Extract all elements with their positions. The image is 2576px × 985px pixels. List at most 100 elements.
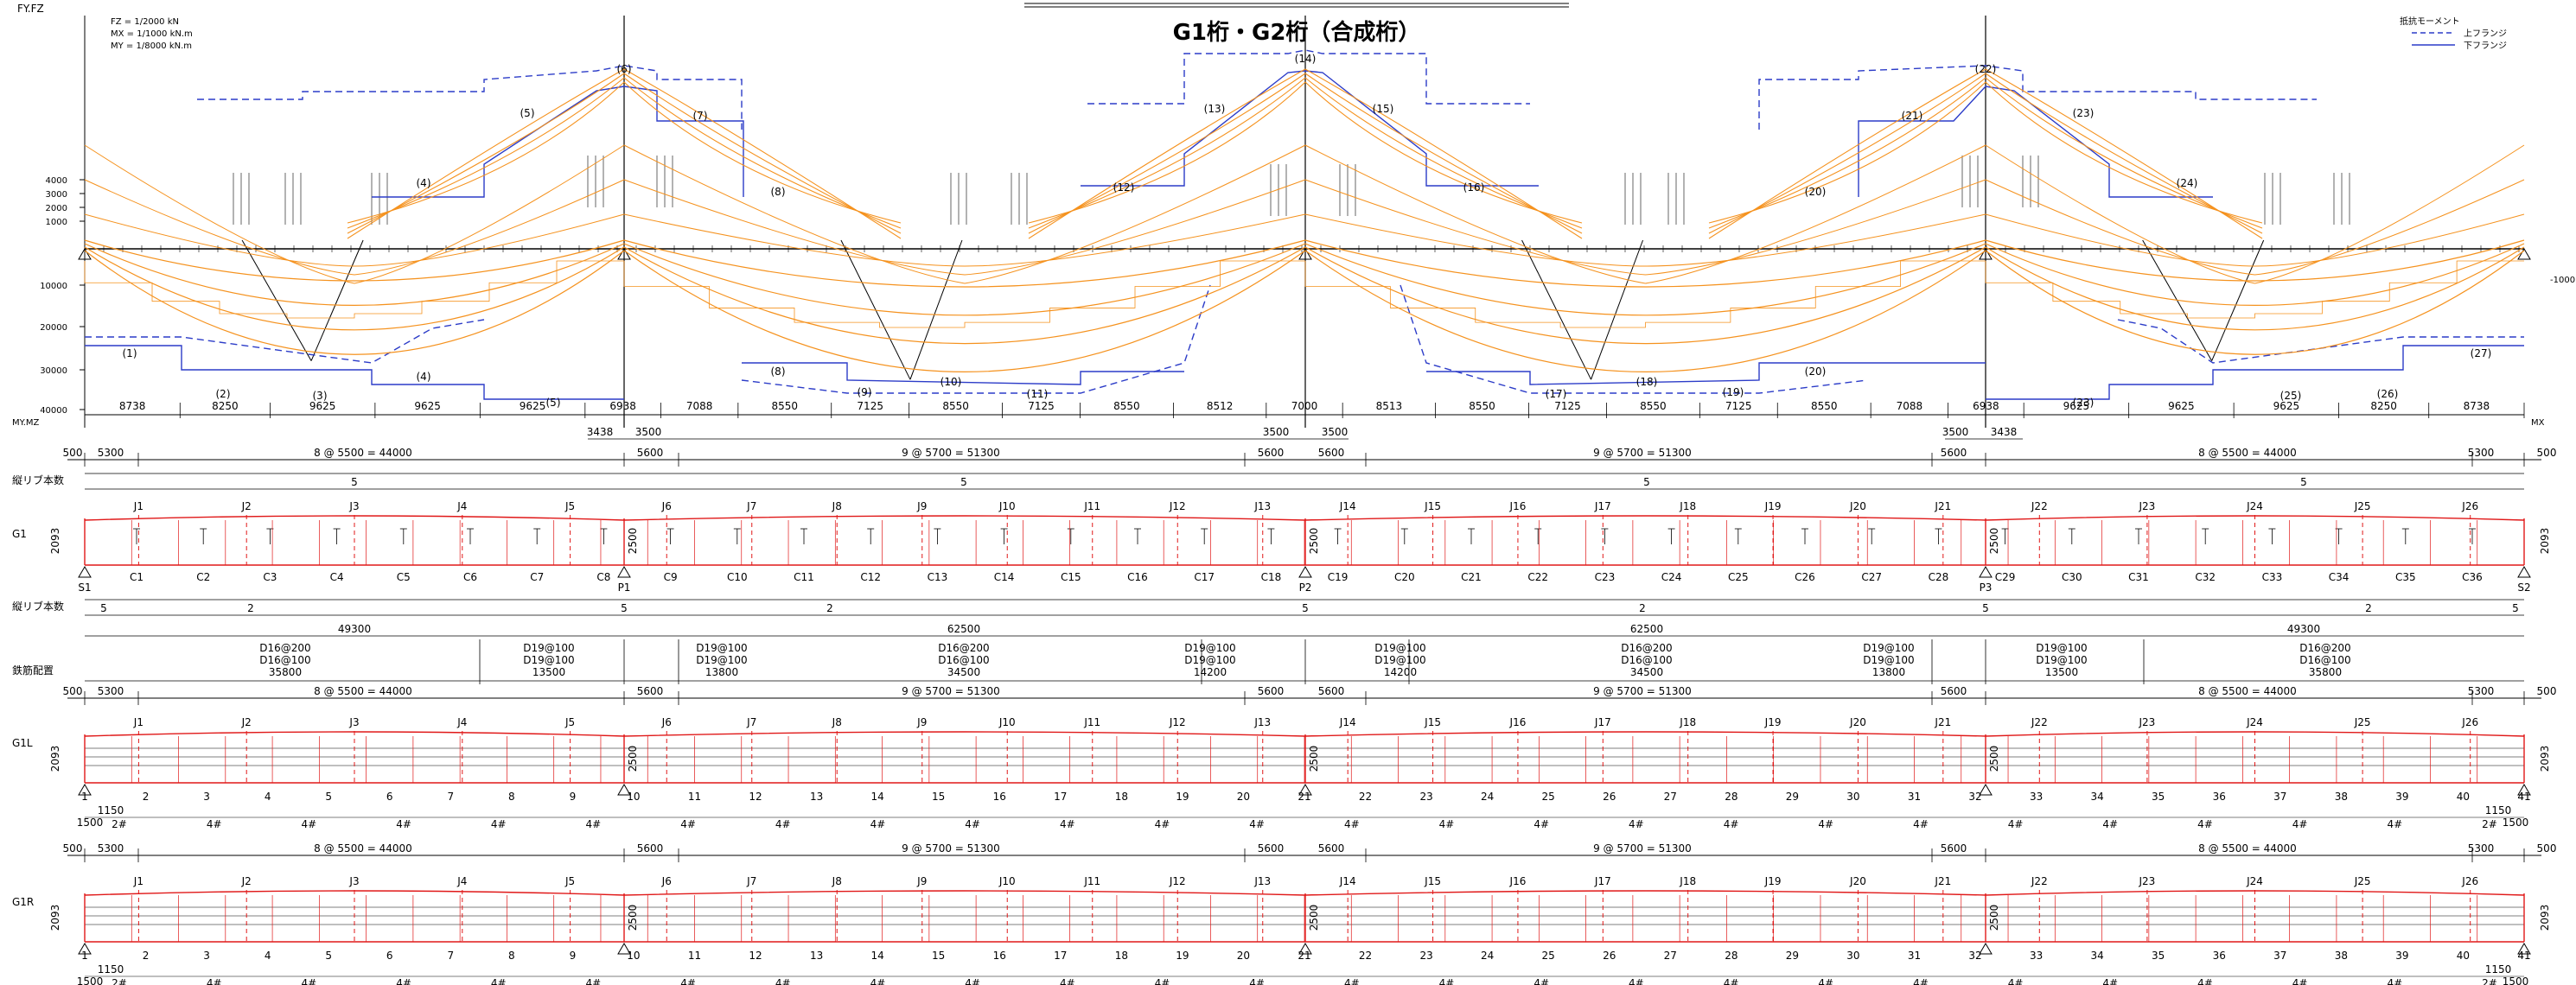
- joint-label: J7: [746, 500, 756, 512]
- panel-number: 7: [447, 791, 454, 803]
- joint-label: J17: [1594, 716, 1611, 728]
- panel-number: 1: [81, 791, 88, 803]
- dim-span: 9 @ 5700 = 51300: [902, 447, 1000, 459]
- panel-number: 28: [1725, 791, 1738, 803]
- panel-number: 18: [1115, 950, 1128, 962]
- section-number: (18): [1636, 376, 1658, 388]
- section-number: (26): [2377, 388, 2399, 400]
- moment-curve: [964, 213, 1306, 267]
- g1l-top-flange: [623, 731, 1306, 737]
- web-height: 2093: [49, 905, 61, 931]
- support-triangle: [2517, 248, 2531, 260]
- mark-label: 4#: [965, 977, 980, 985]
- mark-label: 4#: [2197, 977, 2213, 985]
- end-small-dim: 1150: [2485, 804, 2512, 817]
- rib-count: 5: [1643, 476, 1650, 488]
- cross-beam-label: C11: [794, 571, 814, 583]
- panel-number: 12: [749, 950, 762, 962]
- section-number: (4): [417, 371, 431, 383]
- panel-number: 2: [143, 791, 150, 803]
- span-length: 6938: [1973, 400, 1999, 412]
- dim-mid-seg: 5600: [637, 447, 664, 459]
- g1-top-flange: [623, 515, 1306, 521]
- joint-label: J4: [456, 500, 467, 512]
- support-dim: 3438: [587, 426, 614, 438]
- panel-number: 5: [325, 791, 332, 803]
- panel-number: 34: [2091, 791, 2104, 803]
- support-label: P1: [618, 581, 631, 594]
- moment-curve: [1645, 144, 1986, 284]
- row-label-g1l: G1L: [12, 737, 33, 749]
- section-number: (12): [1113, 181, 1135, 194]
- cross-beam-label: C5: [397, 571, 411, 583]
- rebar-spec: D19@100: [2036, 642, 2087, 654]
- mark-label: 4#: [302, 818, 317, 830]
- y-tick-label: 40000: [40, 406, 67, 416]
- rib-count: 5: [960, 476, 967, 488]
- cross-beam-label: C7: [530, 571, 544, 583]
- web-height: 2093: [49, 746, 61, 772]
- joint-label: J5: [564, 716, 575, 728]
- moment-envelope: [1985, 260, 2524, 319]
- web-height: 2500: [627, 905, 639, 931]
- panel-number: 16: [993, 791, 1006, 803]
- scale-note: MX = 1/1000 kN.m: [111, 29, 193, 39]
- dim-end-seg: 5300: [98, 447, 124, 459]
- moment-curve: [84, 179, 355, 276]
- section-number: (7): [693, 110, 708, 122]
- support-triangle: [1979, 943, 1993, 955]
- span-length: 9625: [2273, 400, 2300, 412]
- joint-label: J16: [1509, 500, 1527, 512]
- web-height: 2500: [627, 528, 639, 555]
- joint-label: J2: [241, 500, 252, 512]
- span-length: 7000: [1291, 400, 1318, 412]
- panel-number: 41: [2517, 791, 2530, 803]
- cross-beam-label: C2: [196, 571, 210, 583]
- end-small-dim: 1500: [77, 975, 104, 985]
- moment-envelope: [84, 260, 624, 319]
- rebar-spec: D19@100: [2036, 654, 2087, 666]
- joint-label: J16: [1509, 716, 1527, 728]
- span-length: 8550: [1811, 400, 1838, 412]
- panel-number: 24: [1481, 791, 1494, 803]
- panel-number: 26: [1603, 791, 1616, 803]
- support-triangle: [617, 566, 631, 578]
- dim-span: 9 @ 5700 = 51300: [1593, 842, 1692, 855]
- span-length: 7125: [1028, 400, 1055, 412]
- panel-number: 14: [871, 950, 884, 962]
- moment-curve: [2254, 213, 2525, 267]
- bottom-row-right: MX: [2531, 418, 2545, 428]
- joint-label: J3: [348, 875, 359, 887]
- span-length: 8513: [1376, 400, 1403, 412]
- g1r-top-flange: [1304, 890, 1986, 896]
- dim-mid-seg: 5600: [1258, 685, 1285, 697]
- mark-label: 4#: [491, 977, 507, 985]
- joint-label: J9: [916, 716, 927, 728]
- panel-number: 25: [1542, 791, 1555, 803]
- span-length: 7088: [686, 400, 713, 412]
- support-triangle: [1979, 784, 1993, 796]
- joint-label: J17: [1594, 875, 1611, 887]
- dim-mid-seg: 5600: [1318, 447, 1345, 459]
- span-length: 8250: [2370, 400, 2397, 412]
- moment-curve: [1645, 213, 1986, 267]
- moment-curve: [347, 68, 625, 239]
- mark-label: 4#: [1249, 977, 1265, 985]
- joint-label: J20: [1849, 716, 1866, 728]
- resist-dashed: [2117, 319, 2524, 364]
- panel-number: 25: [1542, 950, 1555, 962]
- cross-beam-label: C35: [2395, 571, 2416, 583]
- section-number: (1): [123, 347, 137, 359]
- rebar-total: 49300: [2287, 623, 2320, 635]
- section-number: (10): [940, 376, 962, 388]
- mark-label: 4#: [2008, 977, 2024, 985]
- rebar-spec: D19@100: [523, 642, 574, 654]
- moment-curve: [623, 213, 966, 267]
- joint-label: J21: [1934, 716, 1951, 728]
- moment-curve: [1645, 179, 1986, 276]
- panel-number: 29: [1786, 950, 1799, 962]
- moment-curve: [1985, 246, 2525, 331]
- legend-item-label: 上フランジ: [2464, 29, 2507, 39]
- moment-curve: [1304, 81, 1583, 224]
- moment-diagram: [84, 68, 2525, 372]
